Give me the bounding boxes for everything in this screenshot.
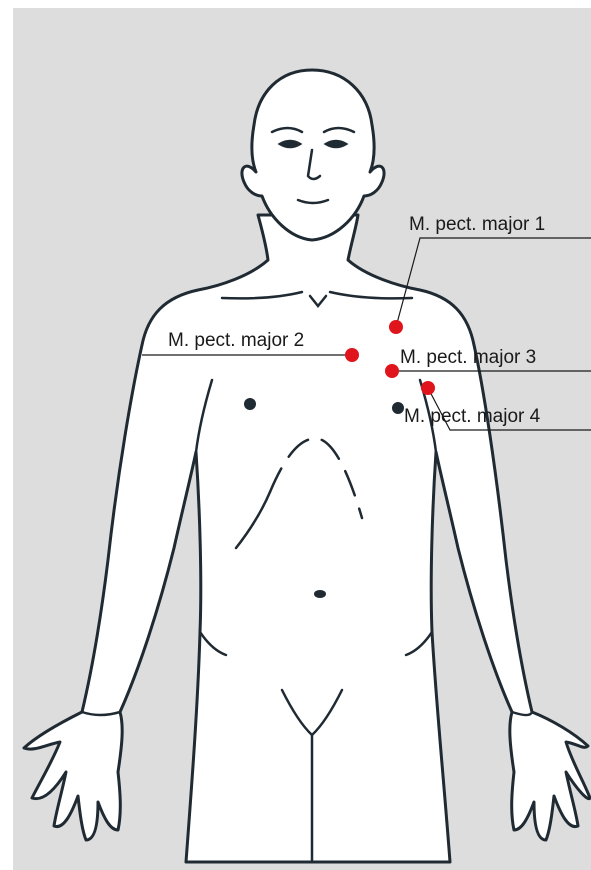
label-pect-major-4: M. pect. major 4	[404, 407, 540, 426]
body-silhouette	[24, 215, 590, 862]
label-pect-major-1: M. pect. major 1	[409, 215, 545, 234]
navel	[314, 590, 326, 598]
point-marker-3	[385, 364, 399, 378]
right-nipple	[392, 402, 404, 414]
label-pect-major-3: M. pect. major 3	[400, 348, 536, 367]
left-nipple	[244, 398, 256, 410]
point-marker-4	[421, 381, 435, 395]
label-pect-major-2: M. pect. major 2	[168, 331, 304, 350]
point-marker-2	[345, 348, 359, 362]
point-marker-1	[389, 320, 403, 334]
